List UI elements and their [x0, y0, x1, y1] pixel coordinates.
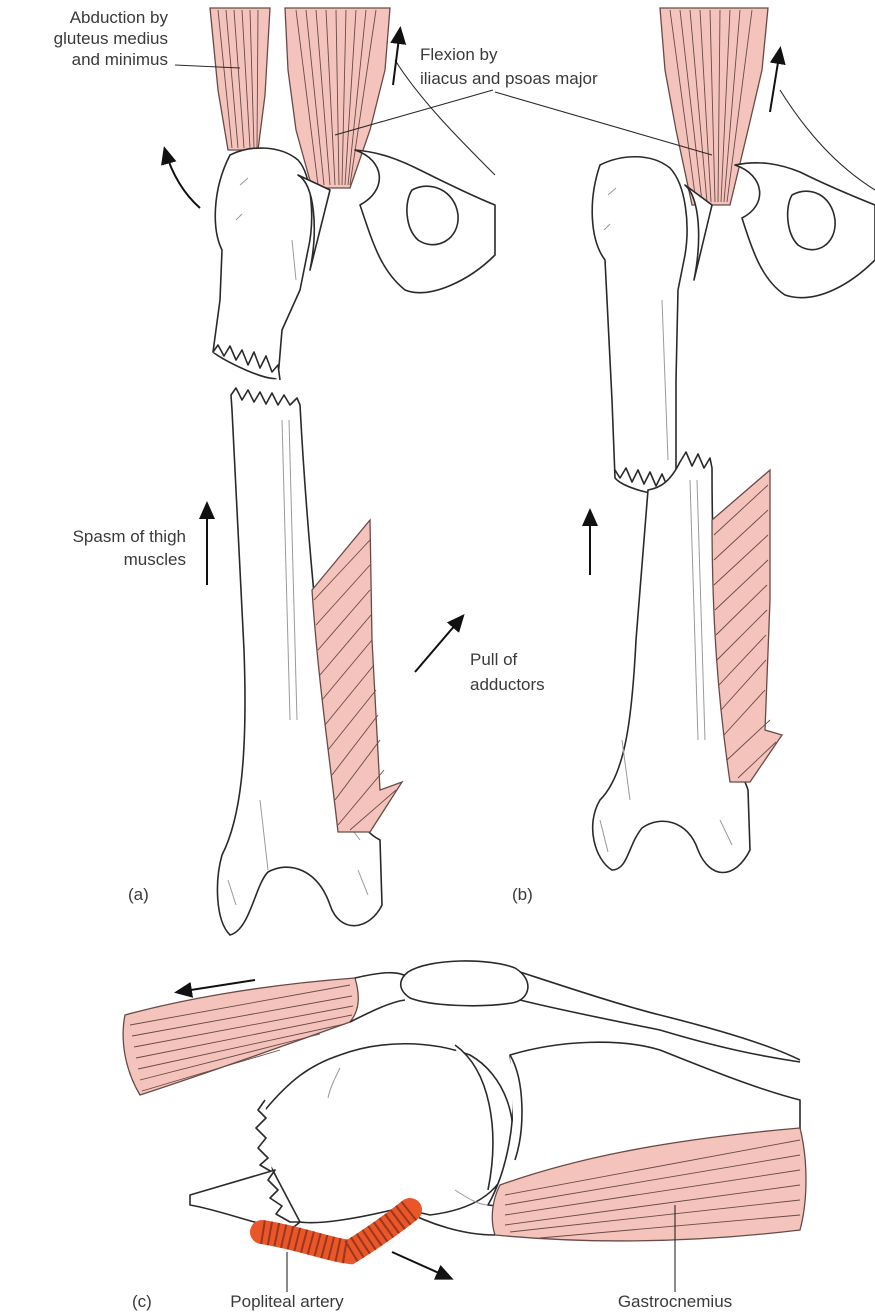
panel-c-label: (c)	[132, 1292, 152, 1311]
abduction-arrow	[165, 150, 200, 208]
panel-a	[165, 8, 495, 935]
panel-b-label: (b)	[512, 885, 533, 904]
proximal-femur-a	[213, 148, 312, 378]
proximal-femur-b	[592, 157, 687, 496]
flexion-label-2: iliacus and psoas major	[420, 69, 598, 88]
adductor-arrow	[415, 617, 462, 672]
patella	[401, 961, 528, 1006]
flexion-label-1: Flexion by	[420, 45, 498, 64]
abduction-label-3: and minimus	[72, 50, 168, 69]
abduction-label-1: Abduction by	[70, 8, 169, 27]
panel-a-label: (a)	[128, 885, 149, 904]
adductor-label-1: Pull of	[470, 650, 518, 669]
gluteus-muscle-a	[210, 8, 270, 150]
spasm-label-1: Spasm of thigh	[73, 527, 186, 546]
popliteal-artery-label: Popliteal artery	[230, 1292, 344, 1311]
flexion-arrow-a	[393, 30, 400, 85]
panel-c	[123, 961, 806, 1292]
adductor-label-2: adductors	[470, 675, 545, 694]
flexion-arrow-b	[770, 50, 780, 112]
spasm-label-2: muscles	[124, 550, 186, 569]
gastrocnemius-label: Gastrocnemius	[618, 1292, 732, 1311]
abduction-label-2: gluteus medius	[54, 29, 168, 48]
gastrocnemius-arrow	[392, 1252, 450, 1278]
panel-b	[495, 8, 875, 873]
